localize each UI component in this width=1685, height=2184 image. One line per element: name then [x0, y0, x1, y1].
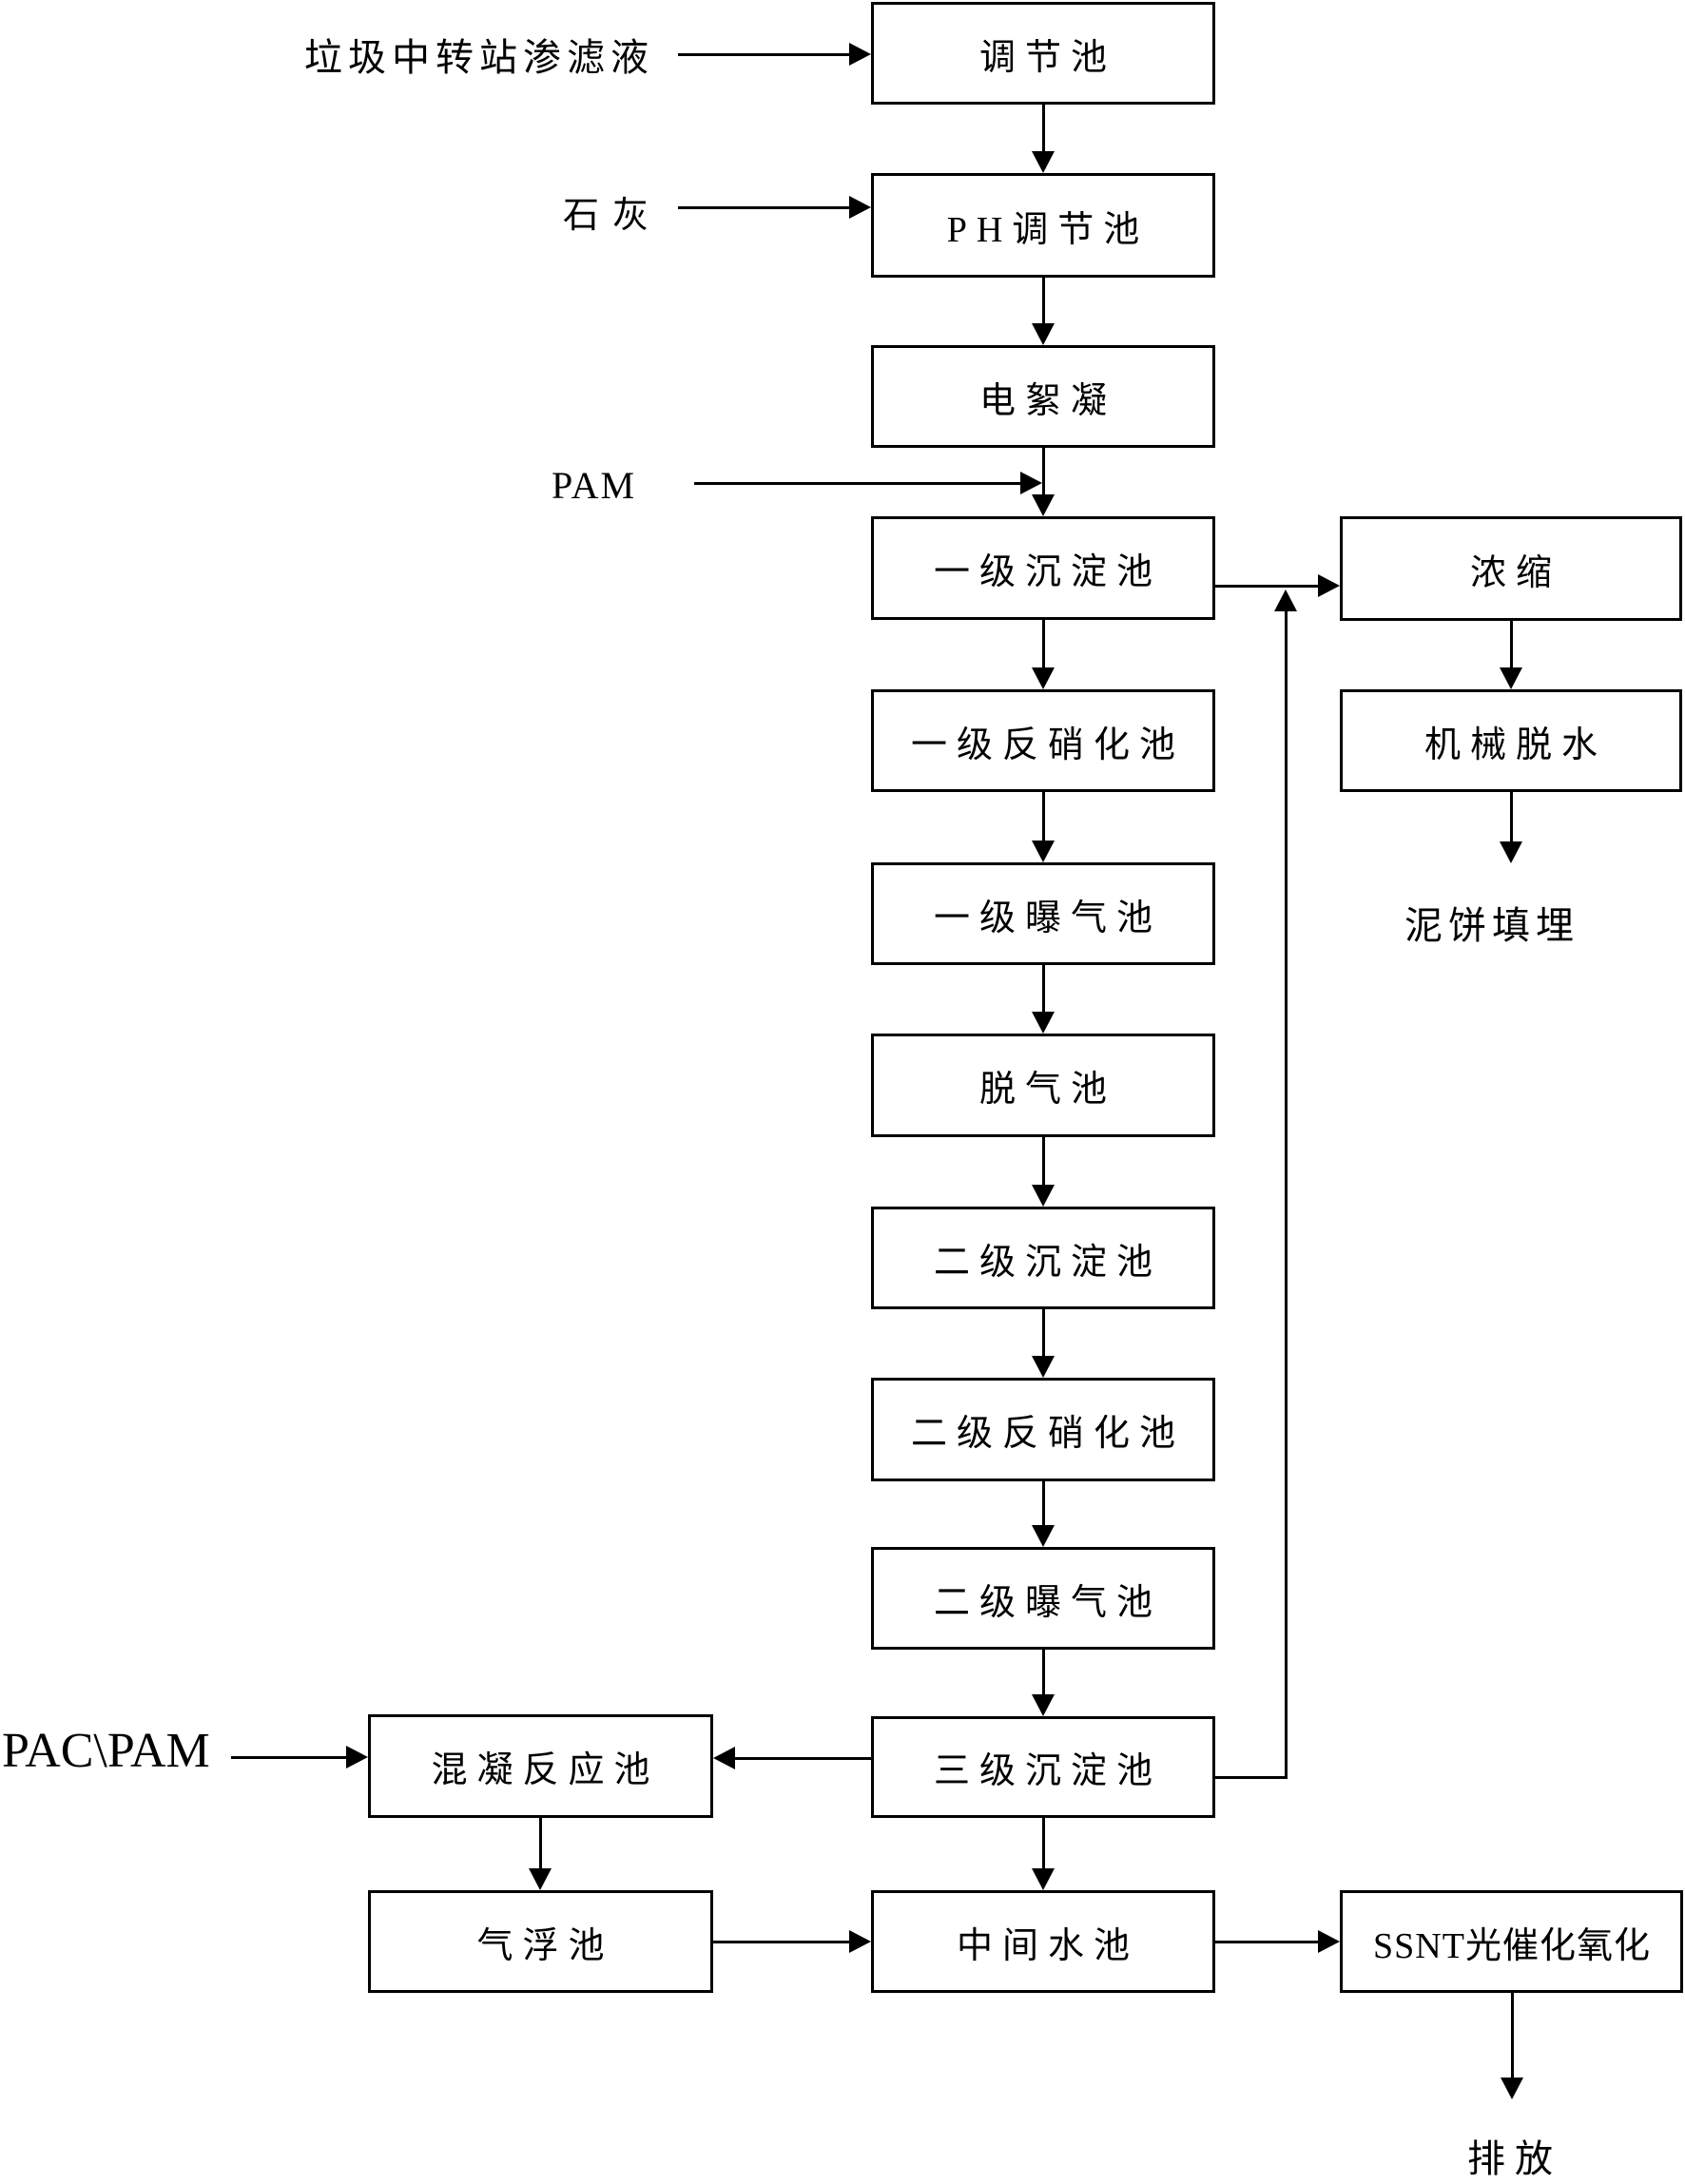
arrow-down-icon [1501, 2078, 1523, 2099]
edge-dianxuning-cd1 [1042, 448, 1045, 494]
arrow-down-icon [1032, 841, 1055, 862]
arrow-down-icon [1032, 494, 1055, 516]
edge-pq1-tq [1042, 965, 1045, 1012]
arrow-down-icon [1032, 667, 1055, 689]
arrow-down-icon [529, 1868, 552, 1890]
arrow-down-icon [1500, 841, 1522, 863]
arrow-down-icon [1032, 1694, 1055, 1716]
edge-pac-pam-line [231, 1756, 346, 1759]
arrow-down-icon [1032, 1868, 1055, 1890]
arrow-right-icon [1020, 472, 1042, 494]
node-ph-regulating-tank: PH调节池 [871, 173, 1215, 278]
edge-pam-line [694, 482, 1020, 485]
arrow-down-icon [1032, 1525, 1055, 1547]
label-lime: 石灰 [563, 196, 663, 236]
edge-cd3-zhongjian [1042, 1818, 1045, 1868]
node-primary-denitrification-tank: 一级反硝化池 [871, 689, 1215, 792]
edge-cd1-fx1 [1042, 620, 1045, 667]
label-discharge: 排放 [1467, 2137, 1562, 2180]
edge-nongsuo-tuoshui [1510, 621, 1513, 667]
node-coagulation-reaction-tank: 混凝反应池 [368, 1714, 713, 1818]
arrow-right-icon [346, 1746, 368, 1768]
edge-tiaojie-ph [1042, 105, 1045, 151]
arrow-down-icon [1032, 1185, 1055, 1207]
edge-cd3-feedback-horizontal [1215, 1776, 1288, 1779]
edge-ph-dianxuning [1042, 278, 1045, 323]
node-intermediate-water-tank: 中间水池 [871, 1890, 1215, 1993]
node-degassing-tank: 脱气池 [871, 1034, 1215, 1137]
arrow-down-icon [1032, 151, 1055, 173]
edge-tq-cd2 [1042, 1137, 1045, 1185]
arrow-down-icon [1500, 667, 1522, 689]
edge-zhongjian-ssnt [1215, 1941, 1318, 1943]
edge-cd1-nongsuo [1215, 585, 1318, 588]
arrow-down-icon [1032, 323, 1055, 345]
arrow-down-icon [1032, 1012, 1055, 1034]
node-tertiary-sedimentation-tank: 三级沉淀池 [871, 1716, 1215, 1818]
label-mudcake-landfill: 泥饼填埋 [1404, 904, 1579, 947]
node-secondary-sedimentation-tank: 二级沉淀池 [871, 1207, 1215, 1309]
edge-qifu-zhongjian [713, 1941, 849, 1943]
arrow-right-icon [1318, 574, 1340, 597]
node-electrocoagulation: 电絮凝 [871, 345, 1215, 448]
edge-pq2-cd3 [1042, 1650, 1045, 1694]
edge-ssnt-discharge [1511, 1993, 1514, 2078]
arrow-right-icon [849, 43, 871, 66]
arrow-up-icon [1274, 589, 1297, 611]
edge-lime-line [678, 206, 849, 209]
node-primary-sedimentation-tank: 一级沉淀池 [871, 516, 1215, 620]
node-air-flotation-tank: 气浮池 [368, 1890, 713, 1993]
arrow-down-icon [1032, 1356, 1055, 1378]
edge-influent-line [678, 53, 849, 56]
node-ssnt-photocatalytic-oxidation: SSNT光催化氧化 [1340, 1890, 1683, 1993]
node-mechanical-dewatering: 机械脱水 [1340, 689, 1682, 792]
edge-cd3-hunning [734, 1757, 871, 1760]
node-thickening: 浓缩 [1340, 516, 1682, 621]
edge-hunning-qifu [539, 1818, 542, 1868]
node-secondary-aeration-tank: 二级曝气池 [871, 1547, 1215, 1650]
node-secondary-denitrification-tank: 二级反硝化池 [871, 1378, 1215, 1481]
label-pam: PAM [552, 464, 637, 507]
node-regulating-tank: 调节池 [871, 2, 1215, 105]
arrow-right-icon [849, 196, 871, 219]
edge-cd2-fx2 [1042, 1309, 1045, 1356]
edge-cd3-feedback-vertical [1285, 611, 1288, 1779]
arrow-left-icon [713, 1747, 735, 1769]
arrow-right-icon [1318, 1930, 1340, 1953]
arrow-right-icon [849, 1930, 871, 1953]
label-pac-pam: PAC\PAM [2, 1724, 210, 1778]
node-primary-aeration-tank: 一级曝气池 [871, 862, 1215, 965]
label-influent: 垃圾中转站渗滤液 [304, 36, 654, 79]
edge-fx1-pq1 [1042, 792, 1045, 841]
edge-tuoshui-mudcake [1510, 792, 1513, 841]
edge-fx2-pq2 [1042, 1481, 1045, 1525]
